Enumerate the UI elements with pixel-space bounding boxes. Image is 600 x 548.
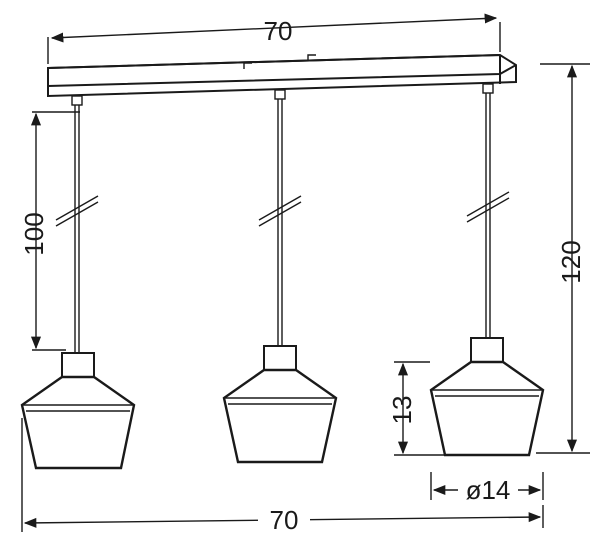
top-width-label: 70 [264, 16, 293, 46]
shade-diameter-dimension: ø14 [430, 472, 544, 505]
top-width-dimension: 70 [47, 13, 501, 64]
shade-diameter-label: ø14 [466, 475, 511, 505]
shade-height-label: 13 [387, 396, 417, 425]
ceiling-canopy-bar [47, 53, 517, 98]
bottom-width-label: 70 [270, 505, 299, 535]
shade-height-dimension: 13 [387, 361, 444, 456]
cable-length-dimension: 100 [19, 111, 80, 351]
left-shade [20, 352, 136, 470]
total-height-dimension: 120 [536, 63, 590, 454]
bottom-width-dimension: 70 [21, 418, 544, 535]
cables [55, 83, 510, 354]
cable-length-label: 100 [19, 212, 49, 255]
total-height-label: 120 [556, 240, 586, 283]
right-shade [429, 337, 545, 457]
middle-shade [222, 345, 338, 464]
